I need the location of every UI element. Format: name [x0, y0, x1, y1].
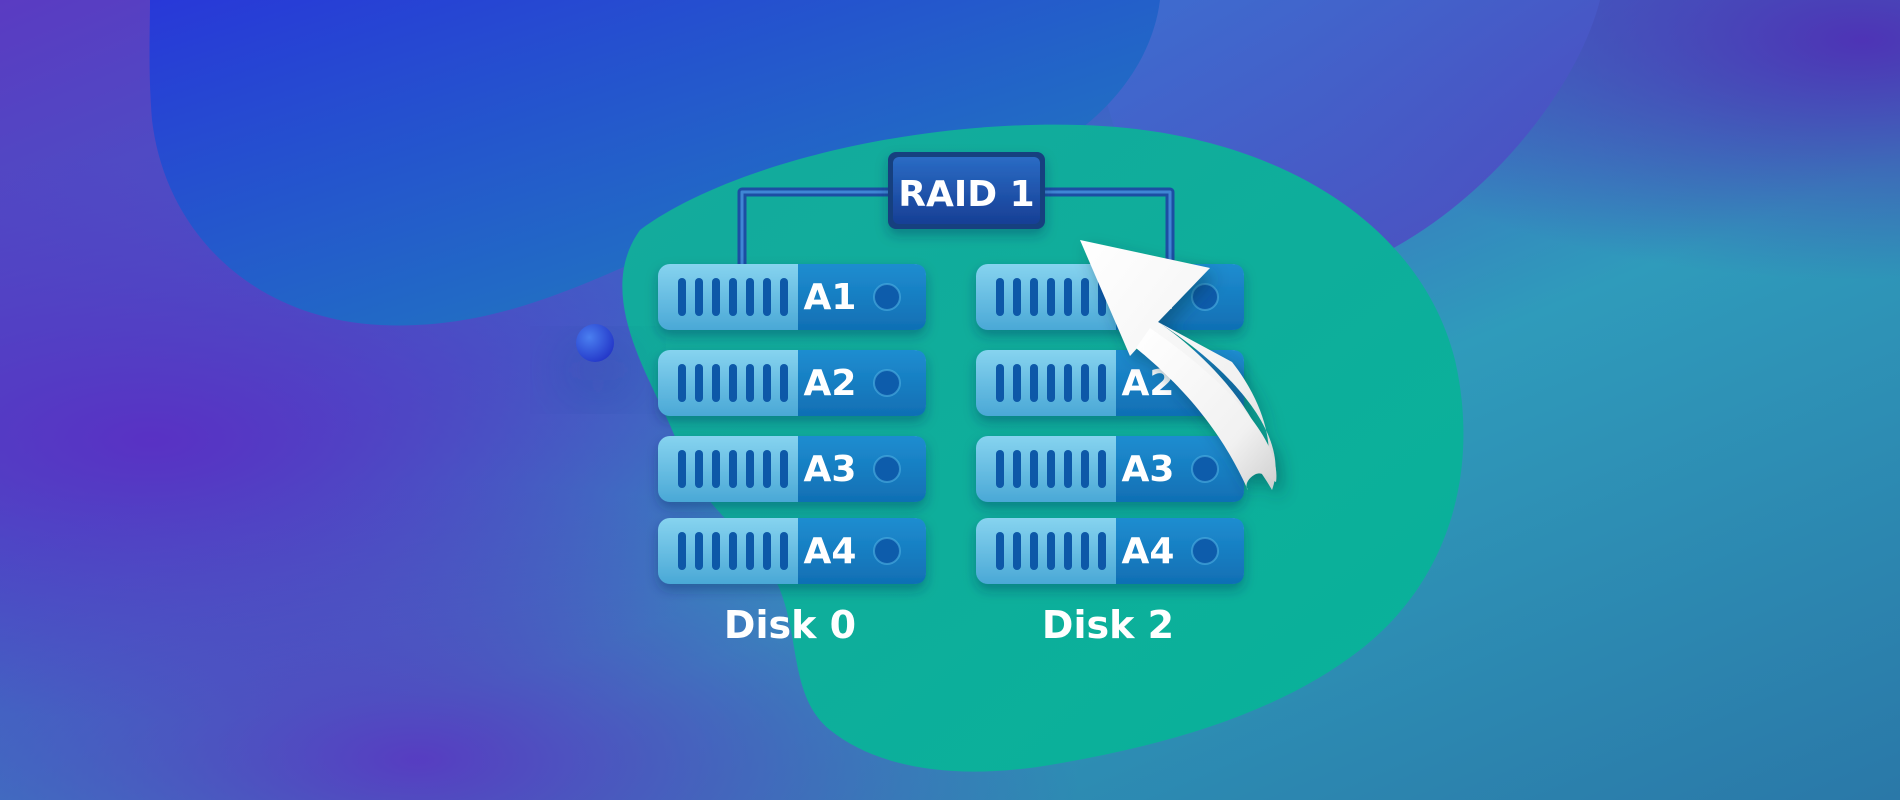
curved-arrow-icon — [1080, 240, 1277, 490]
raid-title: RAID 1 — [898, 174, 1034, 215]
bubble-icon — [576, 324, 614, 362]
drive-block: A4 — [658, 518, 926, 584]
drive-led-icon — [874, 538, 900, 564]
drive-block-label: A3 — [1122, 449, 1175, 490]
drive-bay-icon — [996, 364, 1106, 402]
drive-bay-icon — [678, 364, 788, 402]
drive-led-icon — [874, 284, 900, 310]
blue-blob — [149, 0, 1160, 326]
drive-block: A1 — [658, 264, 926, 330]
drive-led-icon — [874, 456, 900, 482]
drive-label-panel — [798, 518, 926, 584]
drive-label-panel — [798, 436, 926, 502]
drive-label-panel — [798, 350, 926, 416]
bubble-shadow — [564, 348, 632, 392]
raid-title-box — [888, 152, 1045, 229]
drive-block: A4 — [976, 518, 1244, 584]
drive-block: A2 — [658, 350, 926, 416]
drive-bay-icon — [678, 450, 788, 488]
drive-block: A3 — [658, 436, 926, 502]
drive-block: A3 — [976, 436, 1244, 502]
drive-label-panel — [1116, 436, 1244, 502]
drive-label-panel — [798, 264, 926, 330]
drive-block-label: A3 — [804, 449, 857, 490]
drive-block-label: A4 — [804, 531, 857, 572]
drive-led-icon — [1192, 284, 1218, 310]
drive-label-panel — [1116, 518, 1244, 584]
drive-bay-icon — [678, 278, 788, 316]
drive-led-icon — [1192, 456, 1218, 482]
drive-bay-icon — [678, 532, 788, 570]
drive-bay-icon — [996, 450, 1106, 488]
disk-label: Disk 2 — [1042, 603, 1174, 647]
drive-bay-icon — [996, 532, 1106, 570]
drive-block-label: A2 — [804, 363, 857, 404]
drive-led-icon — [1192, 538, 1218, 564]
drive-led-icon — [874, 370, 900, 396]
drive-block-label: A1 — [804, 277, 857, 318]
disk-label: Disk 0 — [724, 603, 856, 647]
drive-bay-icon — [996, 278, 1106, 316]
drive-block-label: A4 — [1122, 531, 1175, 572]
